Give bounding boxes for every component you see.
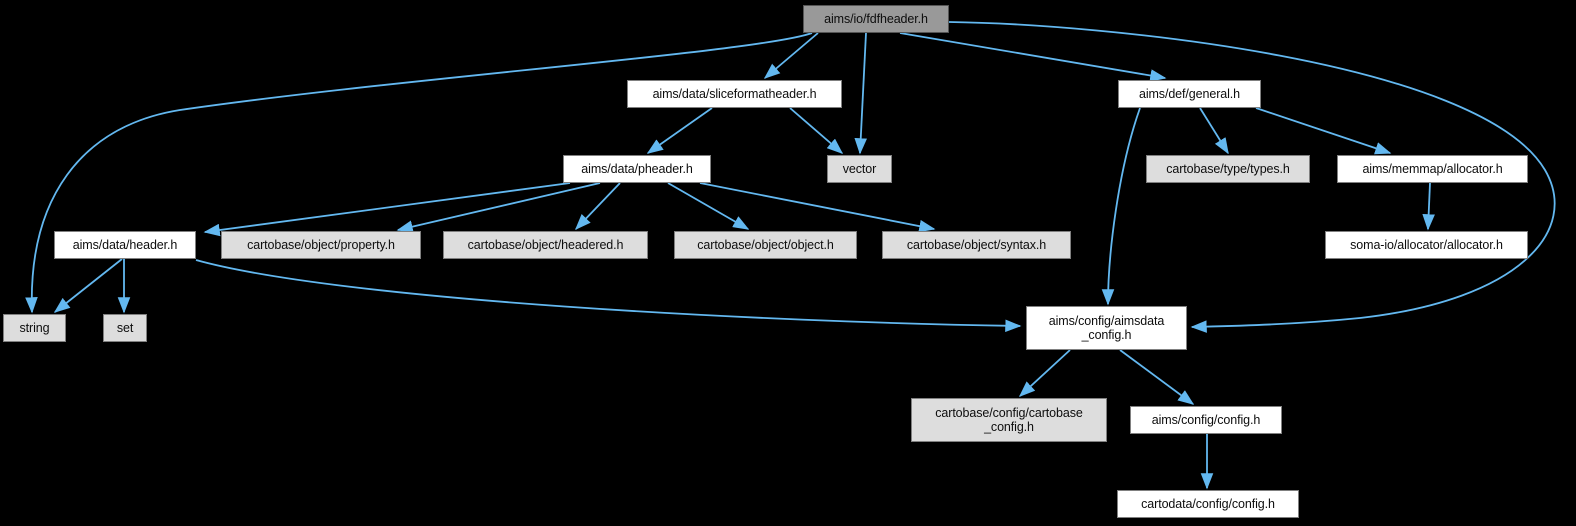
graph-edge-sliceformat-to-vector: [789, 107, 844, 154]
graph-node-label: string: [19, 321, 50, 335]
graph-edge-header-to-aimsdataconfig: [195, 259, 1022, 333]
graph-node-somaalloc[interactable]: soma-io/allocator/allocator.h: [1325, 231, 1528, 259]
graph-node-header[interactable]: aims/data/header.h: [54, 231, 196, 259]
graph-edge-aimsdataconfig-to-cartobaseconfig: [1018, 349, 1071, 397]
graph-node-sliceformat[interactable]: aims/data/sliceformatheader.h: [627, 80, 842, 108]
graph-node-cartobaseconfig[interactable]: cartobase/config/cartobase _config.h: [911, 398, 1107, 442]
graph-edge-pheader-to-object: [667, 182, 750, 230]
graph-edge-fdfheader-to-sliceformat: [763, 32, 819, 79]
graph-node-object[interactable]: cartobase/object/object.h: [674, 231, 857, 259]
graph-edge-pheader-to-headered: [575, 182, 621, 231]
graph-node-label: set: [116, 321, 134, 335]
graph-node-fdfheader[interactable]: aims/io/fdfheader.h: [803, 5, 949, 33]
graph-node-label: soma-io/allocator/allocator.h: [1350, 238, 1503, 252]
graph-edge-general-to-types: [1199, 107, 1229, 155]
graph-node-string[interactable]: string: [3, 314, 66, 342]
graph-edge-sliceformat-to-pheader: [646, 107, 713, 154]
graph-node-label: cartodata/config/config.h: [1141, 497, 1275, 511]
graph-edge-pheader-to-syntax: [699, 182, 936, 233]
graph-node-label: cartobase/object/syntax.h: [906, 238, 1047, 252]
graph-node-memmapalloc[interactable]: aims/memmap/allocator.h: [1337, 155, 1528, 183]
graph-edge-fdfheader-to-vector: [854, 32, 868, 155]
graph-node-label: cartobase/config/cartobase _config.h: [935, 406, 1083, 434]
graph-node-label: aims/data/sliceformatheader.h: [652, 87, 817, 101]
graph-node-label: aims/config/aimsdata _config.h: [1048, 314, 1165, 342]
graph-node-label: cartobase/object/headered.h: [467, 238, 624, 252]
graph-node-label: aims/memmap/allocator.h: [1362, 162, 1503, 176]
graph-node-vector[interactable]: vector: [827, 155, 892, 183]
graph-node-set[interactable]: set: [103, 314, 147, 342]
graph-node-syntax[interactable]: cartobase/object/syntax.h: [882, 231, 1071, 259]
graph-node-property[interactable]: cartobase/object/property.h: [221, 231, 421, 259]
graph-edge-aimsdataconfig-to-aimsconfig: [1119, 349, 1195, 405]
graph-node-label: vector: [842, 162, 877, 176]
graph-edge-fdfheader-to-header: [25, 32, 813, 314]
graph-node-label: cartobase/object/object.h: [697, 238, 834, 252]
graph-node-label: aims/data/pheader.h: [581, 162, 693, 176]
graph-node-label: cartobase/type/types.h: [1166, 162, 1290, 176]
graph-node-general[interactable]: aims/def/general.h: [1118, 80, 1261, 108]
graph-node-cartodataconfig[interactable]: cartodata/config/config.h: [1117, 490, 1299, 518]
graph-node-aimsconfig[interactable]: aims/config/config.h: [1130, 406, 1282, 434]
graph-edge-pheader-to-property: [396, 182, 601, 233]
graph-edge-pheader-to-header: [203, 182, 571, 237]
graph-node-types[interactable]: cartobase/type/types.h: [1146, 155, 1310, 183]
graph-edge-memmapalloc-to-somaalloc: [1422, 182, 1435, 231]
graph-node-label: aims/def/general.h: [1138, 87, 1241, 101]
graph-node-aimsdataconfig[interactable]: aims/config/aimsdata _config.h: [1026, 306, 1187, 350]
graph-edge-general-to-aimsdataconfig: [1101, 107, 1141, 306]
graph-node-label: cartobase/object/property.h: [247, 238, 395, 252]
graph-node-label: aims/data/header.h: [72, 238, 178, 252]
graph-node-headered[interactable]: cartobase/object/headered.h: [443, 231, 648, 259]
graph-edge-header-to-string: [53, 258, 123, 313]
graph-edge-fdfheader-to-general: [899, 32, 1167, 82]
graph-edge-general-to-memmapalloc: [1255, 107, 1392, 155]
graph-node-label: aims/config/config.h: [1151, 413, 1261, 427]
graph-node-pheader[interactable]: aims/data/pheader.h: [563, 155, 711, 183]
graph-edge-fdfheader-to-aimsdataconfig: [948, 21, 1556, 333]
graph-node-label: aims/io/fdfheader.h: [824, 12, 928, 26]
